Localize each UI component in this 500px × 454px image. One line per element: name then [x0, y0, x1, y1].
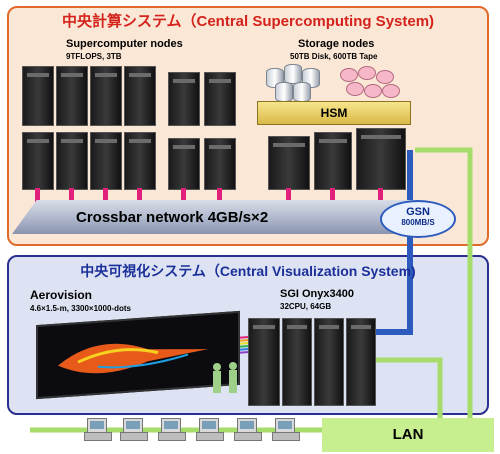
hsm-box: HSM: [257, 101, 411, 125]
supercomputer-rack: [204, 138, 236, 190]
gsn-badge: GSN 800MB/S: [380, 200, 456, 238]
workstation-icon: [196, 418, 224, 441]
onyx-rack: [346, 318, 376, 406]
supercomputer-rack: [168, 138, 200, 190]
gsn-speed: 800MB/S: [401, 218, 435, 227]
onyx-rack: [248, 318, 280, 406]
storage-rack: [268, 136, 310, 190]
supercomputer-nodes-label: Supercomputer nodes: [66, 38, 183, 50]
supercomputer-rack: [90, 66, 122, 126]
supercomputer-rack: [124, 132, 156, 190]
supercomputer-rack: [204, 72, 236, 126]
workstation-icon: [272, 418, 300, 441]
lan-box: LAN: [322, 418, 494, 452]
supercomputer-rack: [22, 132, 54, 190]
supercomputer-nodes-specs: 9TFLOPS, 3TB: [66, 52, 122, 61]
supercomputer-rack: [124, 66, 156, 126]
onyx-label: SGI Onyx3400: [280, 288, 354, 300]
supercomputer-rack: [22, 66, 54, 126]
aerovision-specs: 4.6×1.5-m, 3300×1000-dots: [30, 304, 131, 313]
storage-rack: [356, 128, 406, 190]
gsn-label: GSN: [406, 206, 430, 218]
crossbar-network-label: Crossbar network 4GB/s×2: [76, 209, 269, 226]
workstation-icon: [84, 418, 112, 441]
aerovision-screen: [36, 310, 240, 400]
workstation-icon: [234, 418, 262, 441]
onyx-rack: [314, 318, 344, 406]
storage-nodes-label: Storage nodes: [298, 38, 375, 50]
supercomputer-rack: [90, 132, 122, 190]
supercomputer-rack: [56, 132, 88, 190]
crossbar-network-bar: [12, 200, 424, 234]
visualization-title: 中央可視化システム（Central Visualization System): [80, 263, 416, 279]
storage-nodes-specs: 50TB Disk, 600TB Tape: [290, 52, 378, 61]
onyx-rack: [282, 318, 312, 406]
supercomputer-rack: [168, 72, 200, 126]
storage-rack: [314, 132, 352, 190]
onyx-specs: 32CPU, 64GB: [280, 302, 332, 311]
people-icon: [213, 362, 237, 393]
workstation-icon: [158, 418, 186, 441]
supercomputer-rack: [56, 66, 88, 126]
aerovision-label: Aerovision: [30, 288, 93, 302]
supercomputing-title: 中央計算システム（Central Supercomputing System): [61, 13, 435, 30]
workstation-icon: [120, 418, 148, 441]
aircraft-render-image: [58, 343, 208, 374]
